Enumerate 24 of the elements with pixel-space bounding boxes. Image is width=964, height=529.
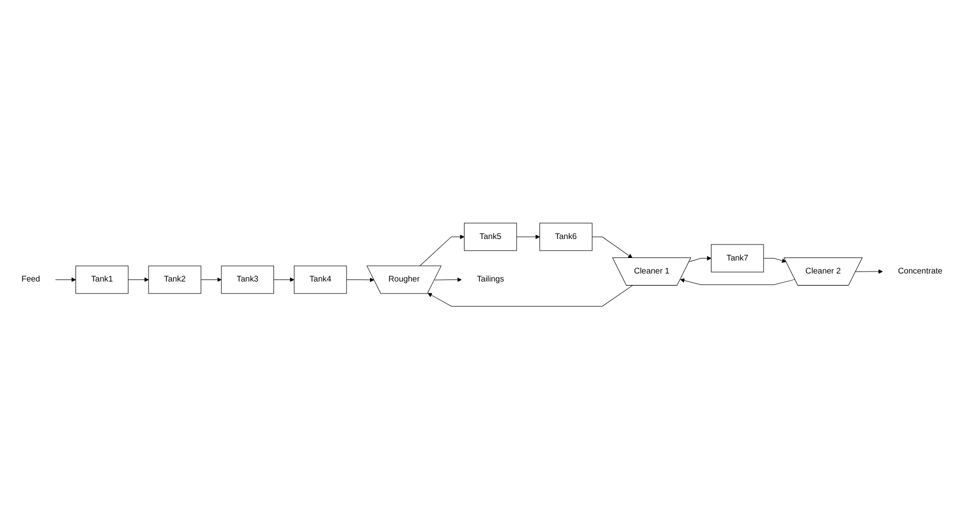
arrow xyxy=(434,277,462,282)
arrow xyxy=(346,278,374,282)
node-box: Tank5 xyxy=(464,222,517,251)
arrow xyxy=(428,285,633,306)
arrow xyxy=(200,277,222,282)
arrow xyxy=(128,277,149,282)
node-box: Tank2 xyxy=(148,266,202,294)
arrow xyxy=(592,236,633,258)
arrow xyxy=(516,234,540,239)
arrow xyxy=(688,256,712,262)
arrow xyxy=(680,278,796,285)
arrow xyxy=(419,234,464,266)
arrow xyxy=(55,277,76,282)
arrow xyxy=(274,277,294,282)
node-box: Tank7 xyxy=(711,244,764,272)
node-box: Tank3 xyxy=(221,266,274,294)
node-text: Tailings xyxy=(476,274,504,284)
node-box: Tank1 xyxy=(76,266,128,294)
arrow xyxy=(763,258,786,263)
arrow xyxy=(855,269,883,274)
node-text: Feed xyxy=(22,274,40,284)
node-box: Tank6 xyxy=(540,222,592,251)
node-text: Concentrate xyxy=(898,266,942,276)
node-box: Tank4 xyxy=(294,266,347,294)
